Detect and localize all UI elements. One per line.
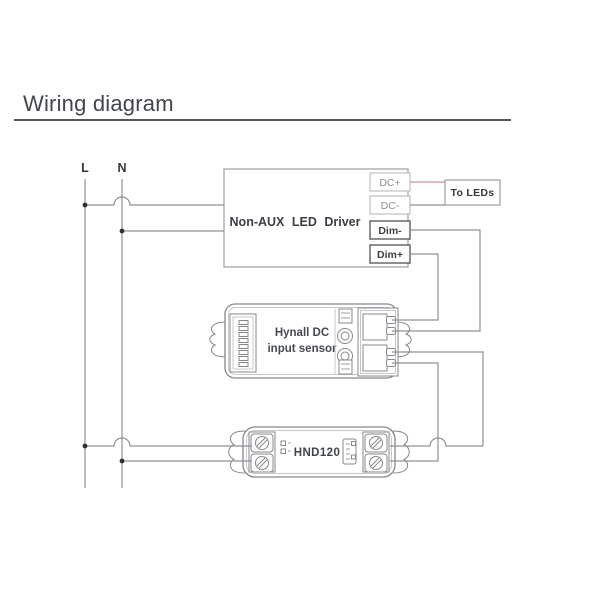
led-driver: Non-AUX LED Driver DC+ DC- Dim- Dim+ [223,168,411,268]
hnd120-body-inner [246,430,392,474]
hnd120-left-terminals [248,431,276,473]
wire-sensor-out2-to-hnd120 [390,362,439,462]
terminal-dc-minus-label: DC- [381,200,400,212]
wire-live-to-hnd120 [85,437,252,447]
terminal-dc-plus-label: DC+ [379,177,400,189]
sensor-label-line2: input sensor [267,343,337,355]
junction-dot [82,443,88,449]
wire-dim-minus-to-sensor [392,229,481,332]
led-driver-label: Non-AUX LED Driver [230,215,361,229]
junction-dot [119,458,125,464]
sensor-terminal-upper [362,313,388,341]
terminal-dim-minus-label: Dim- [378,225,402,237]
hnd120-body [242,426,396,478]
sensor-top-tag [338,308,353,324]
to-leds: To LEDs [444,179,501,206]
junction-dot [119,228,125,234]
hnd120-right-ear [392,430,410,474]
sensor-label-line1: Hynall DC [275,327,329,339]
title-underline [14,119,511,121]
screw-icon [369,436,383,450]
wire-sensor-out1-down [392,351,484,446]
screw-icon [255,436,269,450]
screw-icon [369,456,383,470]
dc-input-sensor: Hynall DC input sensor [209,303,412,379]
sensor-dip-switches [238,320,249,367]
hnd120-module: HND120 [228,426,410,478]
page-title: Wiring diagram [23,91,174,116]
sensor-terminal-lower [362,344,388,372]
to-leds-box [444,179,501,206]
sensor-bottom-tag [338,359,353,375]
hnd120-print-marks [280,440,291,454]
hnd120-right-terminals [362,431,390,473]
terminal-dim-plus-label: Dim+ [377,249,403,261]
wire-live-to-driver [85,196,224,206]
junction-dot [82,202,88,208]
to-leds-label: To LEDs [451,187,495,199]
screw-icon [255,456,269,470]
live-label: L [81,161,89,175]
hnd120-link-port [342,438,357,465]
hnd120-left-ear [228,430,246,474]
neutral-label: N [117,161,126,175]
wire-dim-plus-to-sensor [392,253,439,321]
sensor-left-ear [209,321,228,358]
hnd120-label: HND120 [294,447,341,459]
